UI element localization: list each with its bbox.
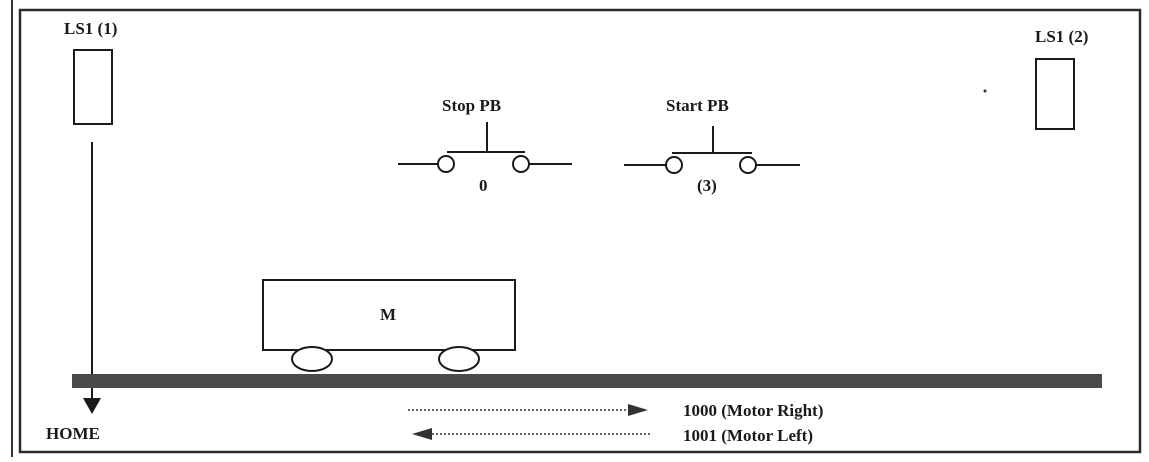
motor-right-label: 1000 (Motor Right) (683, 401, 824, 420)
stop-button-label: Stop PB (442, 96, 502, 115)
start-button-address: (3) (697, 176, 717, 195)
motor-left-arrow-head (412, 428, 432, 440)
stop-button-symbol (398, 122, 572, 173)
limit-switch-left-label: LS1 (1) (64, 19, 118, 38)
start-button-symbol (624, 126, 800, 174)
motor-left-label: 1001 (Motor Left) (683, 426, 813, 445)
motor-right-arrow-head (628, 404, 648, 416)
cart-wheel-right (438, 346, 480, 372)
track (72, 374, 1102, 388)
start-button-label: Start PB (666, 96, 729, 115)
home-arrow-head (83, 398, 101, 414)
cart-label: M (380, 305, 397, 324)
cart-body (262, 279, 516, 351)
speck-mark (983, 89, 987, 93)
limit-switch-left-box (73, 49, 113, 125)
home-label: HOME (46, 424, 100, 443)
diagram-frame (18, 8, 1142, 454)
cart-wheel-left (291, 346, 333, 372)
limit-switch-right-box (1035, 58, 1075, 130)
stop-button-address: 0 (479, 176, 488, 195)
limit-switch-right-label: LS1 (2) (1035, 27, 1089, 46)
